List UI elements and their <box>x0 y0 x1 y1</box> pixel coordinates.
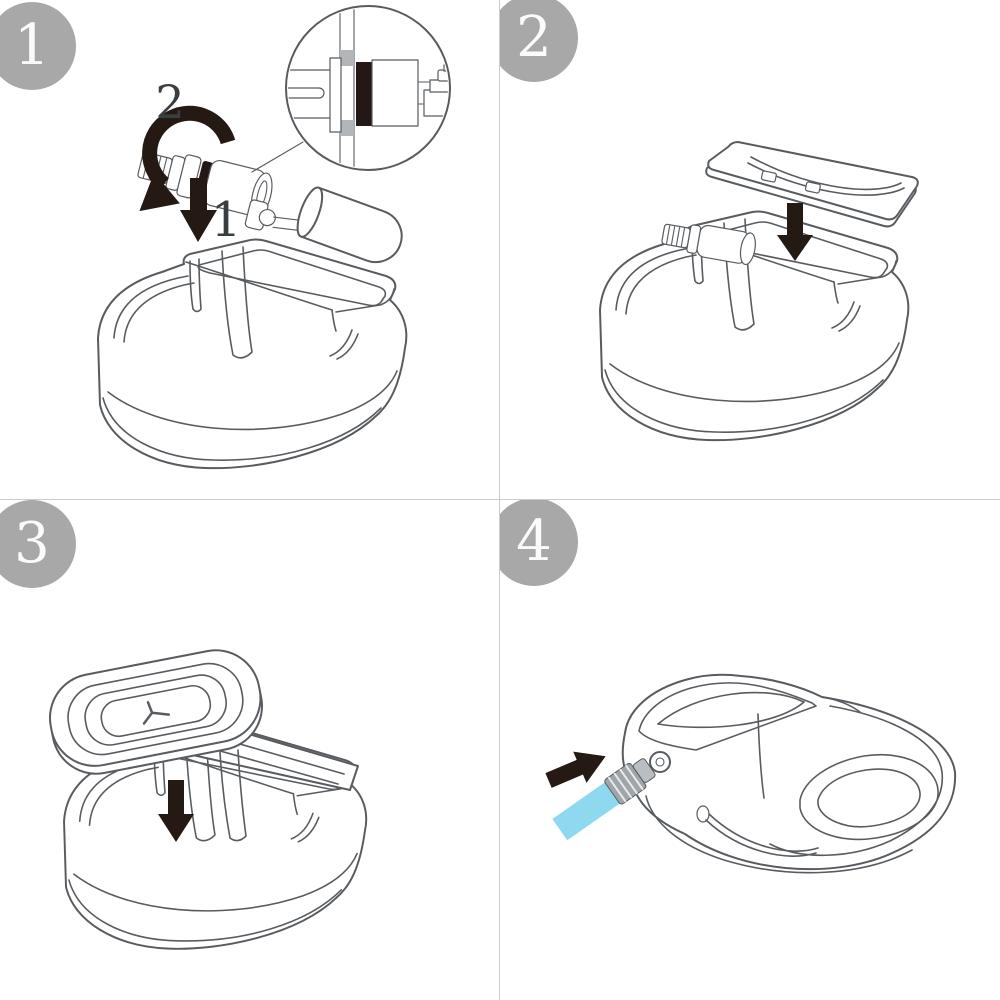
hose-collar <box>632 758 656 783</box>
step-2-illustration <box>599 141 919 442</box>
panel-divider-vertical <box>499 0 500 1000</box>
valve-inlet <box>649 751 671 773</box>
panel-divider-horizontal <box>0 499 1000 500</box>
step-1-illustration: 2 1 <box>97 5 451 470</box>
down-arrow-icon <box>777 203 813 261</box>
rotate-arrow-icon <box>142 105 236 190</box>
step-number-badge: 4 <box>500 500 578 586</box>
panel-step-4: 4 <box>500 500 1000 1000</box>
panel-step-2: 2 <box>500 0 1000 500</box>
float-cylinder <box>296 186 403 264</box>
float-valve-assembly <box>137 151 403 264</box>
installed-valve <box>661 223 756 266</box>
detail-callout <box>251 5 451 173</box>
mounting-nut <box>371 59 419 127</box>
step-4-illustration <box>545 673 957 874</box>
tray-center-mark <box>142 701 170 725</box>
bowl <box>97 238 408 470</box>
divider-stem <box>219 749 247 842</box>
down-arrow-icon <box>158 780 194 842</box>
panel-step-1: 2 1 <box>0 0 500 500</box>
down-arrow-icon <box>180 178 217 242</box>
assembled-unit <box>621 673 957 874</box>
rubber-gasket <box>356 62 372 126</box>
panel-step-3: 3 <box>0 500 500 1000</box>
platform-tray <box>48 649 264 775</box>
insert-step-label: 1 <box>211 192 242 248</box>
step-number-badge: 1 <box>0 2 76 90</box>
step-3-illustration <box>48 649 368 950</box>
step-number-badge: 2 <box>500 0 578 82</box>
step-number-badge: 3 <box>0 500 76 588</box>
hose-connection <box>552 758 656 841</box>
water-hose <box>552 781 622 841</box>
hinge-pin <box>258 208 276 227</box>
connect-arrow-icon <box>545 751 606 788</box>
valve-mount-cross-section <box>288 8 448 168</box>
rotate-step-label: 2 <box>155 75 184 129</box>
rotate-arrowhead-icon <box>139 172 180 212</box>
compartment-lid <box>705 141 919 228</box>
